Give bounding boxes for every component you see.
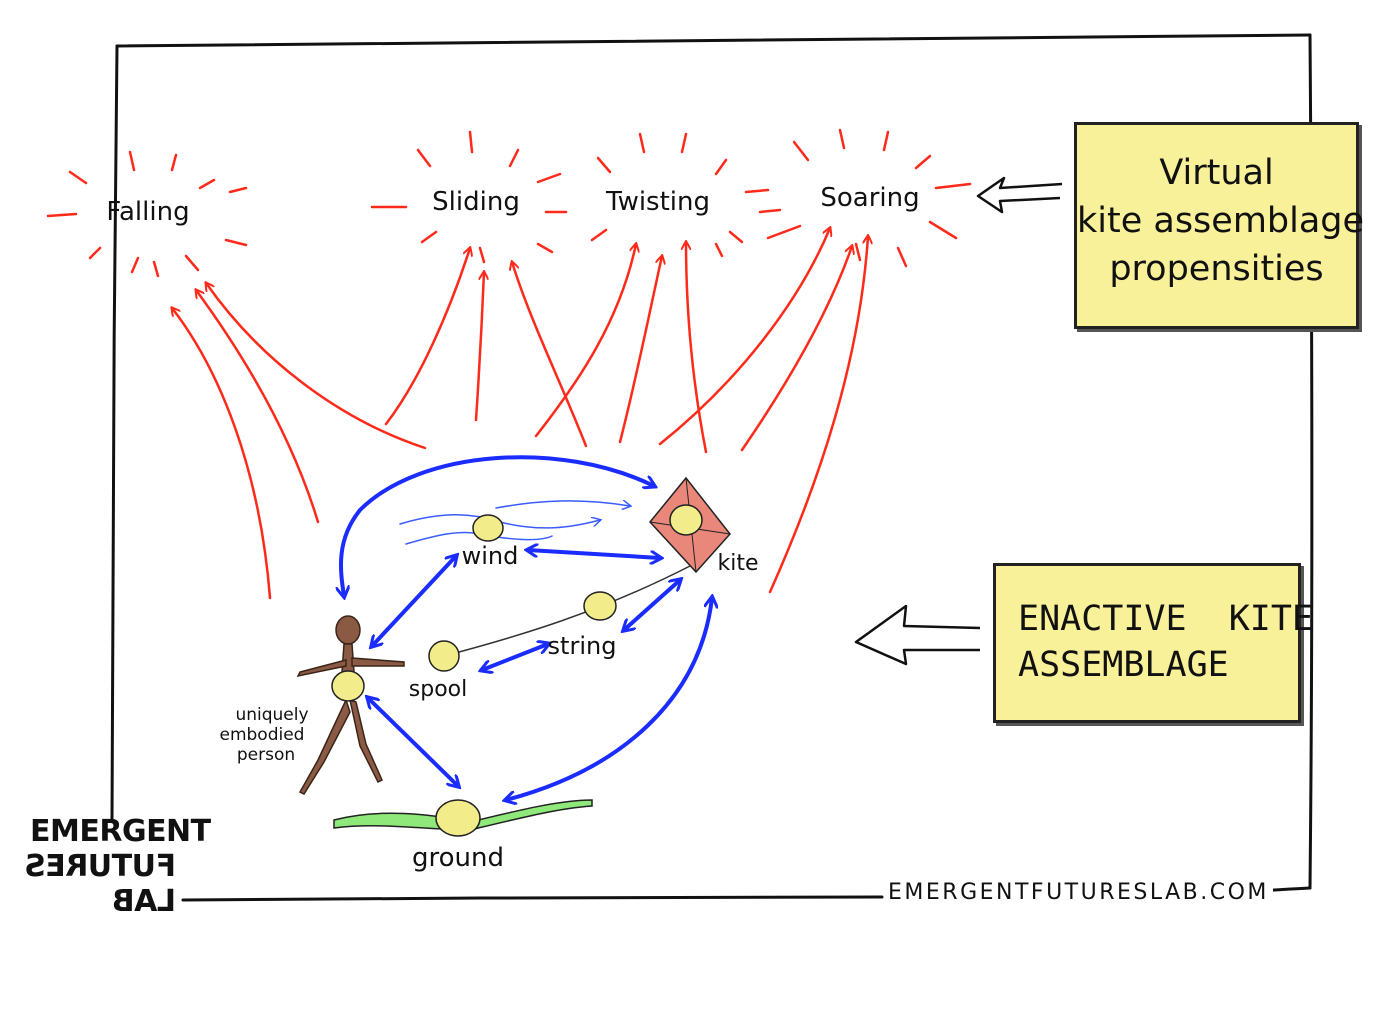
note-virtual-line2: kite assemblage bbox=[1077, 201, 1365, 241]
label-sliding: Sliding bbox=[432, 187, 520, 217]
label-person-line2: embodied bbox=[220, 725, 305, 745]
node-person bbox=[331, 670, 365, 702]
emergent-futures-lab-logo: EMERGENT FUTURES LAB bbox=[24, 814, 212, 919]
label-person-line3: person bbox=[237, 745, 295, 765]
label-person-line1: uniquely bbox=[235, 705, 308, 725]
propensity-arrows bbox=[172, 228, 868, 600]
note-virtual-line1: Virtual bbox=[1159, 153, 1274, 193]
note-enactive-assemblage: ENACTIVE KITE ASSEMBLAGE bbox=[993, 563, 1314, 723]
node-ground bbox=[435, 799, 481, 837]
note-enactive-line2: ASSEMBLAGE bbox=[1018, 645, 1229, 685]
sunburst-twisting bbox=[590, 132, 770, 258]
logo-line2: FUTURES bbox=[24, 849, 176, 884]
logo-line3: LAB bbox=[112, 884, 176, 919]
label-kite: kite bbox=[717, 551, 758, 576]
node-kite bbox=[669, 504, 703, 536]
note-virtual-line3: propensities bbox=[1109, 249, 1324, 289]
node-spool bbox=[428, 640, 460, 672]
label-spool: spool bbox=[409, 677, 467, 702]
sunburst-sliding bbox=[370, 130, 568, 264]
stick-figure-icon bbox=[296, 615, 405, 795]
sunburst-falling bbox=[46, 150, 248, 278]
note-enactive-line1: ENACTIVE KITE bbox=[1018, 599, 1314, 639]
label-soaring: Soaring bbox=[820, 183, 919, 213]
logo-line1: EMERGENT bbox=[30, 814, 211, 849]
label-wind: wind bbox=[462, 542, 519, 570]
assemblage-nodes bbox=[331, 504, 703, 837]
site-url: EMERGENTFUTURESLAB.COM bbox=[884, 880, 1273, 905]
label-string: string bbox=[548, 632, 617, 660]
sunburst-soaring bbox=[758, 128, 972, 268]
wind-streaks bbox=[399, 501, 630, 545]
note-virtual-propensities: Virtual kite assemblage propensities bbox=[1074, 122, 1365, 329]
relation-arrows bbox=[341, 455, 712, 800]
label-falling: Falling bbox=[106, 197, 189, 227]
ground-strip bbox=[333, 799, 593, 831]
label-ground: ground bbox=[412, 843, 504, 873]
node-wind bbox=[472, 514, 504, 542]
hollow-left-arrow-icon bbox=[854, 604, 981, 666]
hollow-left-arrow-icon bbox=[976, 176, 1063, 214]
label-twisting: Twisting bbox=[605, 187, 710, 217]
node-string bbox=[583, 591, 617, 621]
